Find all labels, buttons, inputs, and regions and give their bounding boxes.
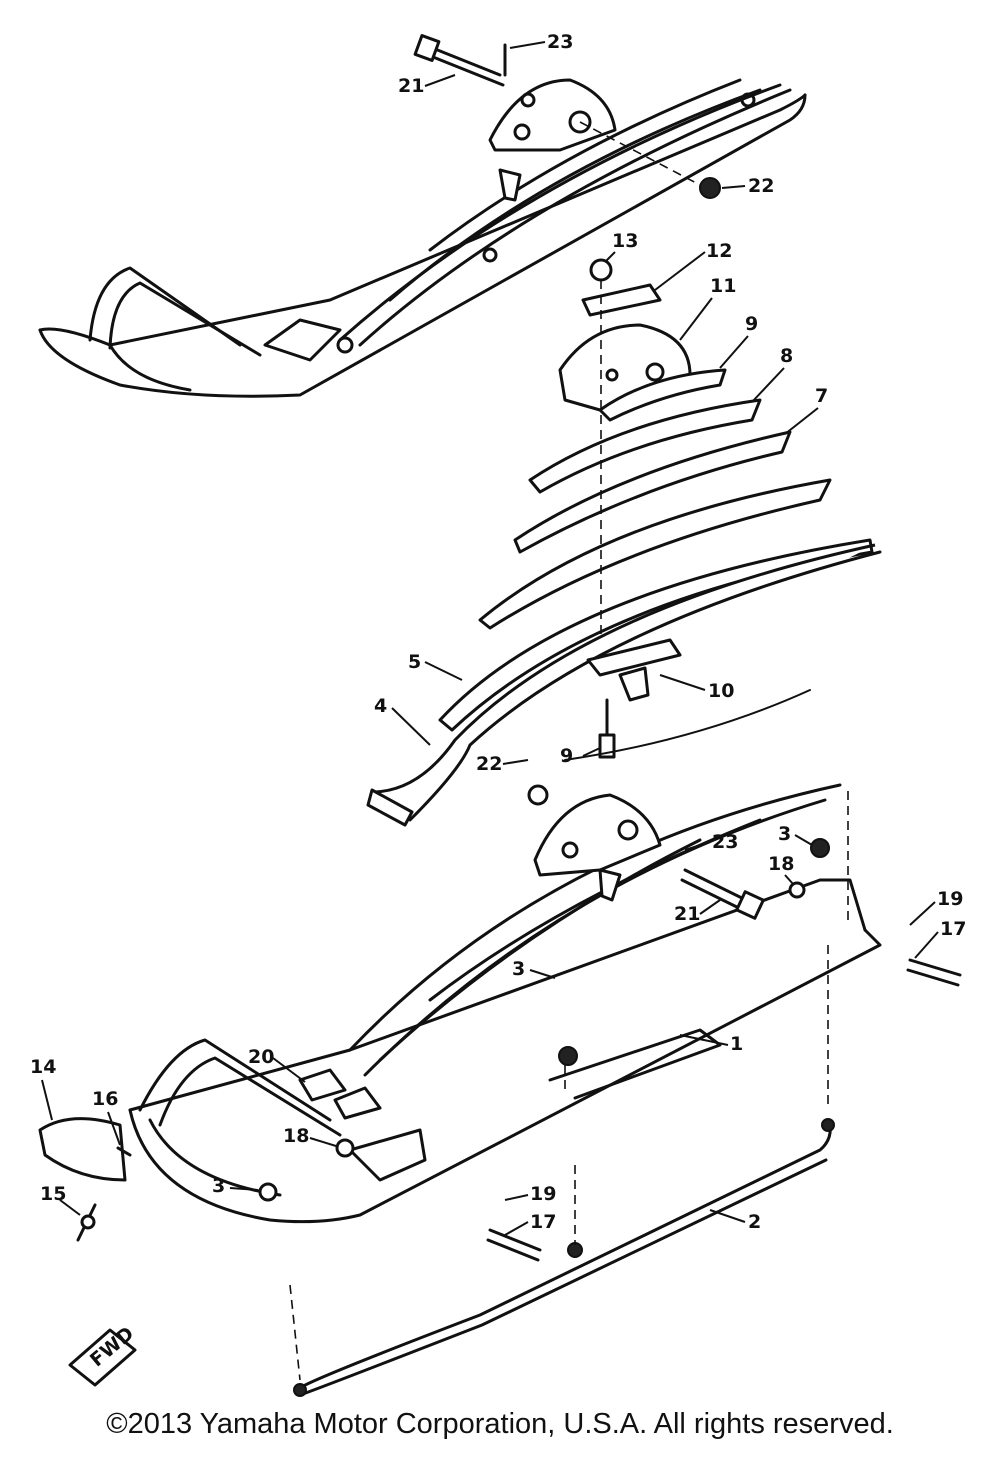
callout-3-right: 3 [778,823,791,845]
copyright-notice: ©2013 Yamaha Motor Corporation, U.S.A. A… [106,1408,894,1440]
callout-18-right: 18 [768,853,794,875]
callout-21-top: 21 [398,75,424,97]
callout-20: 20 [248,1046,274,1068]
callout-4: 4 [374,695,387,717]
callout-21-mid: 21 [674,903,700,925]
callout-19-right: 19 [937,888,963,910]
callout-18-left: 18 [283,1125,309,1147]
callout-11: 11 [710,275,736,297]
callout-15: 15 [40,1183,66,1205]
callout-16: 16 [92,1088,118,1110]
callout-3-mid: 3 [512,958,525,980]
callouts: 23 21 22 13 12 11 9 8 7 5 10 4 9 [30,31,966,1236]
callout-17-bottom: 17 [530,1211,556,1233]
assembled-ski-top [38,34,807,398]
ski-assembly-exploded-diagram: FWD 23 21 22 13 12 11 9 8 7 5 10 4 [30,31,966,1397]
assembled-ski-bottom: FWD [38,783,962,1397]
callout-8: 9 [745,313,758,335]
fwd-arrow-icon [68,1328,137,1387]
callout-14: 14 [30,1056,56,1078]
callout-3-left: 3 [212,1175,225,1197]
callout-10: 9 [560,745,573,767]
callout-9: 10 [708,680,734,702]
callout-5: 5 [408,651,421,673]
exploded-spring-stack [366,258,882,827]
callout-12: 12 [706,240,732,262]
callout-7: 8 [780,345,793,367]
callout-1: 1 [730,1033,743,1055]
callout-23-top: 23 [547,31,573,53]
callout-22-top: 22 [748,175,774,197]
callout-19-bottom: 19 [530,1183,556,1205]
callout-13: 13 [612,230,638,252]
callout-17-right: 17 [940,918,966,940]
callout-2: 2 [748,1211,761,1233]
callout-23-mid: 23 [712,831,738,853]
callout-22-mid: 22 [476,753,502,775]
callout-6: 7 [815,385,828,407]
